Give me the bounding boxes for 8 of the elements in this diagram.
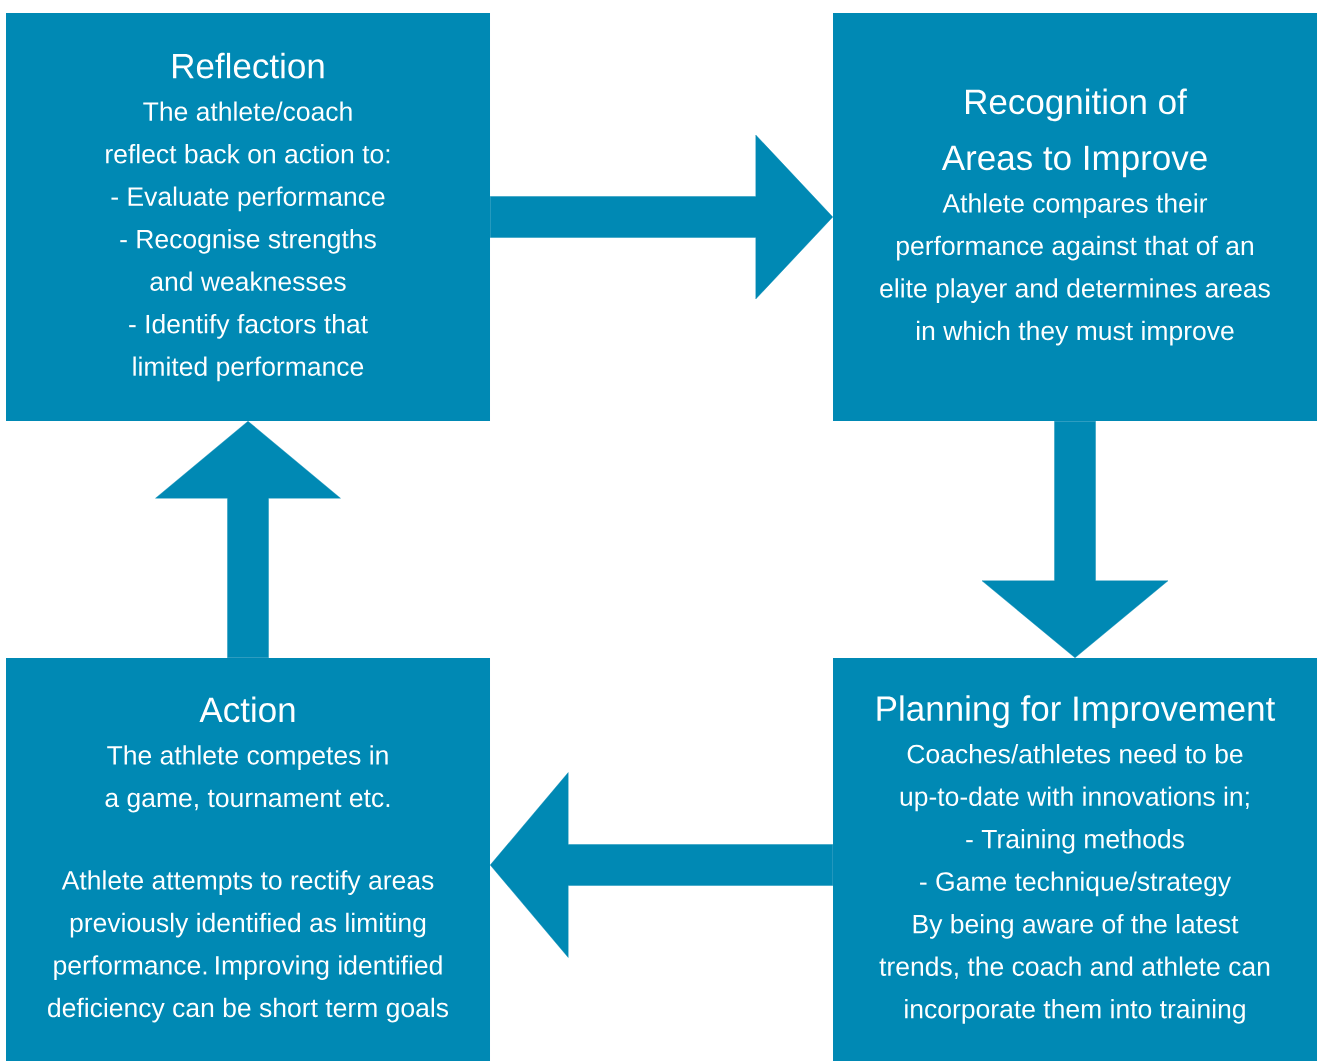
block-arrow xyxy=(490,772,833,958)
block-arrow xyxy=(981,421,1169,658)
process-box: Reflection The athlete/coach reflect back on action to: - Evaluate performance - Recognise strengths and weaknesses - Identify factors that limited performance xyxy=(6,13,490,421)
block-arrow xyxy=(490,134,833,300)
block-arrow xyxy=(155,421,341,658)
process-box: Action The athlete competes in a game, tournament etc. Athlete attempts to rectify areas previously identified as limiting performance. Improving identified deficiency can be short term goals xyxy=(6,658,490,1061)
process-box: Planning for Improvement Coaches/athletes need to be up-to-date with innovations in; - Training methods - Game technique/strategy By being aware of the latest trends, the coach and athlete can incorporate them into training xyxy=(833,658,1317,1061)
process-box: Recognition of Areas to Improve Athlete compares their performance against that of an elite player and determines areas in which they must improve xyxy=(833,13,1317,421)
